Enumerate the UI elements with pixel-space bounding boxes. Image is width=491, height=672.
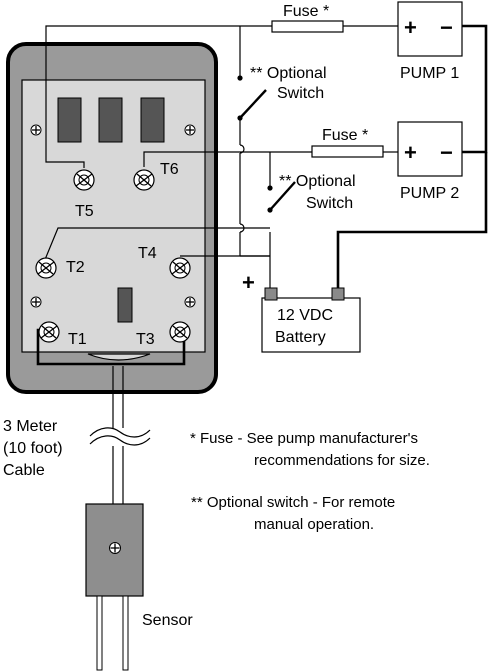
sensor-cable (89, 366, 151, 504)
center-slot (117, 287, 133, 323)
pump2-switch-label-line1: ** Optional (279, 173, 356, 190)
battery-label-line2: Battery (275, 329, 326, 346)
cable-label-line2: (10 foot) (3, 440, 63, 457)
pump1-fuse-label: Fuse * (283, 3, 329, 20)
pump1-optional-switch-icon (237, 75, 267, 121)
terminal-label-t4: T4 (138, 245, 157, 262)
cable-label-line3: Cable (3, 462, 45, 479)
display-digit-1 (57, 97, 82, 143)
pump2-minus: − (440, 140, 453, 165)
pump2-box (397, 121, 463, 177)
note-fuse-line2: recommendations for size. (254, 452, 430, 469)
mounting-screw-icon (30, 124, 42, 136)
terminal-label-t5: T5 (75, 203, 94, 220)
sensor-screw-icon (109, 542, 121, 554)
terminal-screw-icon (133, 169, 155, 191)
terminal-screw-icon (169, 321, 191, 343)
mounting-screw-icon (30, 296, 42, 308)
terminal-screw-icon (73, 169, 95, 191)
display-digit-2 (98, 97, 123, 143)
note-switch-line1: ** Optional switch - For remote (191, 494, 395, 511)
cable-grommet (87, 353, 151, 361)
mounting-screw-icon (184, 296, 196, 308)
battery-plus-mark: + (242, 270, 255, 295)
sensor-probe-left (96, 595, 103, 671)
terminal-label-t2: T2 (66, 259, 85, 276)
terminal-label-t6: T6 (160, 161, 179, 178)
pump2-label: PUMP 2 (400, 185, 459, 202)
terminal-label-t1: T1 (68, 331, 87, 348)
cable-label-line1: 3 Meter (3, 418, 58, 435)
battery-negative-post (331, 287, 345, 301)
mounting-screw-icon (184, 124, 196, 136)
pump2-plus: + (404, 140, 417, 165)
sensor-label: Sensor (142, 612, 193, 629)
battery-positive-post (264, 287, 278, 301)
battery-label-line1: 12 VDC (277, 307, 333, 324)
note-switch-line2: manual operation. (254, 516, 374, 533)
pump1-switch-label-line1: ** Optional (250, 65, 327, 82)
pump1-box (397, 1, 463, 57)
pump1-fuse (271, 20, 344, 33)
pump1-plus: + (404, 15, 417, 40)
terminal-screw-icon (169, 257, 191, 279)
pump1-label: PUMP 1 (400, 65, 459, 82)
sensor-probe-right (122, 595, 129, 671)
pump2-optional-switch-icon (267, 181, 296, 213)
pump2-fuse (311, 145, 384, 158)
terminal-label-t3: T3 (136, 331, 155, 348)
pump2-fuse-label: Fuse * (322, 127, 368, 144)
display-digit-3 (140, 97, 165, 143)
battery-box (261, 297, 361, 353)
note-fuse-line1: * Fuse - See pump manufacturer's (190, 430, 418, 447)
pump1-switch-label-line2: Switch (277, 85, 324, 102)
terminal-screw-icon (38, 321, 60, 343)
terminal-screw-icon (35, 257, 57, 279)
pump2-switch-label-line2: Switch (306, 195, 353, 212)
pump1-minus: − (440, 15, 453, 40)
